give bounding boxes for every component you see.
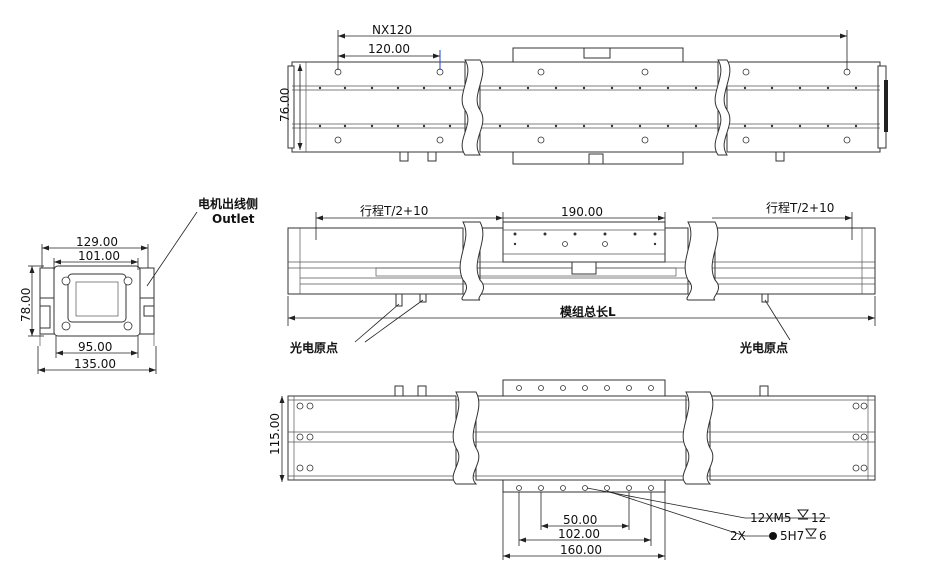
- side-carriage-bracket: [571, 261, 597, 275]
- width-129-label: 129.00: [76, 235, 118, 249]
- side-carriage-holes: [513, 232, 657, 247]
- pin-callout-label: 5H7: [780, 529, 804, 543]
- right-sensor-label: 光电原点: [739, 340, 788, 355]
- end-corner-hole: [61, 321, 71, 331]
- side-slot: [375, 267, 677, 277]
- pin-depth-label: 6: [819, 529, 827, 543]
- top-break-left: [461, 59, 484, 156]
- bottom-sensor-tab: [759, 385, 769, 397]
- side-sensor-right: [761, 293, 769, 303]
- diameter-icon: [769, 532, 777, 540]
- bottom-body-middle: [475, 395, 687, 481]
- end-corner-hole: [123, 276, 133, 286]
- bottom-break-right: [682, 391, 714, 485]
- top-hole: [537, 68, 545, 76]
- left-stroke-label: 行程T/2+10: [360, 203, 428, 218]
- top-hole: [537, 136, 545, 144]
- depth-symbol: [805, 528, 817, 537]
- top-hole: [742, 68, 750, 76]
- height-76-label: 76.00: [278, 88, 292, 122]
- side-sensor-left-2: [419, 293, 427, 303]
- bottom-break-left: [452, 391, 480, 485]
- bottom-end-holes: [296, 402, 868, 472]
- hole-spacing-50-label: 50.00: [563, 513, 597, 527]
- thread-depth-label: 12: [811, 511, 826, 525]
- depth-symbol: [797, 509, 809, 518]
- left-sensor-label: 光电原点: [289, 340, 338, 355]
- side-break-left: [459, 221, 485, 301]
- top-hole: [843, 136, 851, 144]
- top-sensor-tab: [399, 151, 409, 162]
- width-101-label: 101.00: [78, 249, 120, 263]
- carriage-length-label: 190.00: [561, 205, 603, 219]
- top-body-middle: [479, 61, 719, 153]
- top-rail-dots: [318, 86, 858, 128]
- bottom-carriage-top-holes: [516, 385, 654, 391]
- top-hole: [641, 136, 649, 144]
- top-body-right: [726, 61, 881, 153]
- thread-callout-label: 12XM5: [750, 511, 791, 525]
- top-hole: [742, 136, 750, 144]
- top-sensor-tab: [775, 151, 785, 162]
- end-cover: [67, 273, 127, 323]
- end-sensor-right: [143, 305, 155, 317]
- bottom-body-left: [287, 395, 457, 481]
- side-sensor-left: [395, 293, 403, 307]
- top-motor-flange: [884, 80, 888, 132]
- side-break-right: [684, 221, 720, 301]
- pitch-dim-label: NX120: [372, 23, 412, 37]
- bottom-body-right: [709, 395, 876, 481]
- bottom-sensor-tab: [417, 385, 427, 397]
- outlet-en-label: Outlet: [212, 212, 255, 226]
- end-side-block-right: [139, 267, 155, 299]
- spacing-dim-label: 120.00: [368, 42, 410, 56]
- top-hole: [334, 136, 342, 144]
- top-break-right: [714, 59, 731, 156]
- bottom-sensor-tab: [394, 385, 404, 397]
- top-carriage-tab-bottom: [588, 153, 604, 165]
- end-cover-inner: [75, 281, 119, 317]
- side-view: 行程T/2+10 190.00 行程T/2+10 模组总长L 光电原点 光电原点: [287, 200, 876, 355]
- pin-count-label: 2X: [730, 529, 746, 543]
- top-hole: [641, 68, 649, 76]
- bottom-view: 115.00 50.00 102.00 160.00 12XM5 12 2X 5…: [268, 379, 876, 560]
- top-hole: [436, 136, 444, 144]
- width-135-label: 135.00: [74, 357, 116, 371]
- hole-spacing-160-label: 160.00: [560, 543, 602, 557]
- height-78-label: 78.00: [19, 288, 33, 322]
- end-corner-hole: [123, 321, 133, 331]
- side-body-right: [714, 227, 876, 295]
- right-stroke-label: 行程T/2+10: [766, 200, 834, 215]
- end-side-block-left: [39, 267, 55, 299]
- end-corner-hole: [61, 276, 71, 286]
- top-body-left: [291, 61, 466, 153]
- width-95-label: 95.00: [78, 340, 112, 354]
- height-115-label: 115.00: [268, 413, 282, 455]
- end-view: 电机出线侧 Outlet 129.00 101.00 78.00 95.00 1…: [19, 196, 258, 374]
- total-length-label: 模组总长L: [560, 304, 616, 319]
- side-carriage: [502, 221, 666, 263]
- side-body-left: [287, 227, 464, 295]
- hole-spacing-102-label: 102.00: [558, 527, 600, 541]
- outlet-cn-label: 电机出线侧: [198, 196, 258, 211]
- top-carriage-tab: [583, 47, 611, 59]
- top-view: NX120 120.00 76.00: [278, 23, 888, 165]
- top-end-cap-left: [287, 65, 295, 149]
- top-sensor-tab: [427, 151, 437, 162]
- end-sensor-left: [39, 305, 51, 329]
